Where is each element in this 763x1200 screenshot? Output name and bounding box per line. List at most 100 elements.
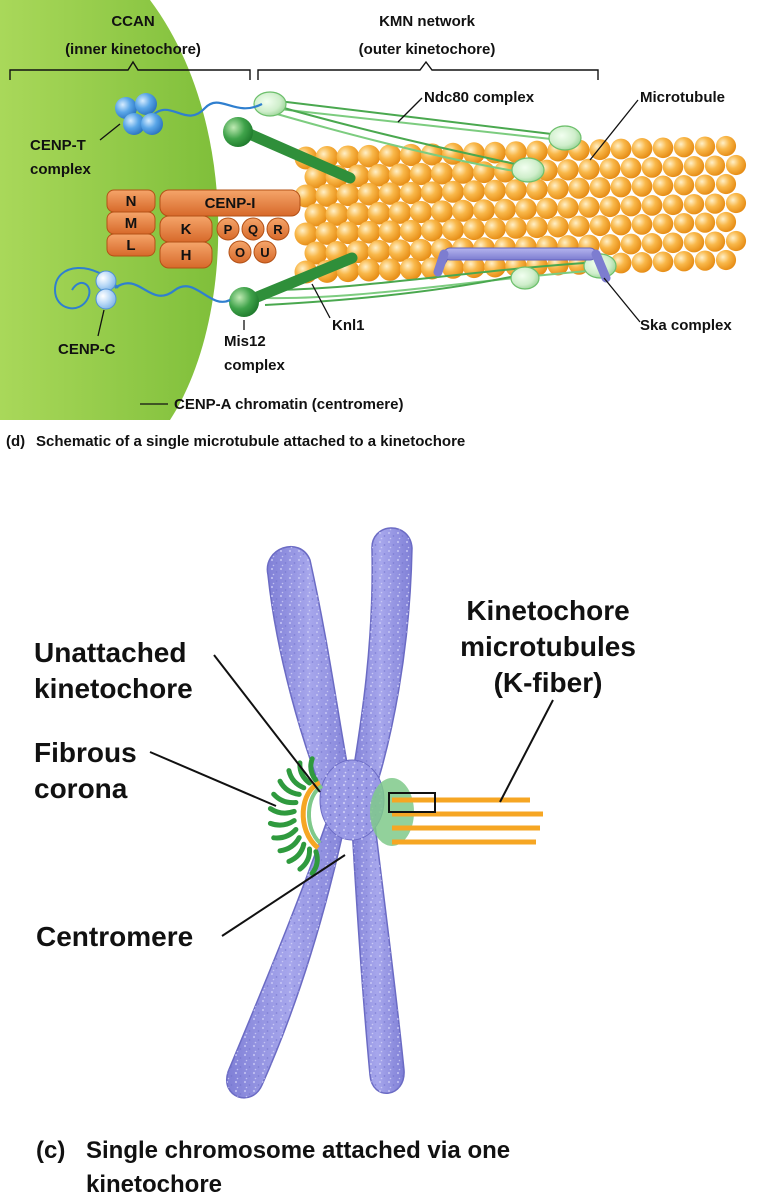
kmt-label-line3: (K-fiber) [494,667,603,698]
centromere-leader [221,854,346,937]
tubulin-bead [367,163,391,187]
subunit-h: H [181,247,192,264]
tubulin-bead [463,142,485,165]
tubulin-bead [409,200,433,224]
tubulin-bead [399,143,423,167]
ndc80-label: Ndc80 complex [424,89,535,106]
tubulin-bead [357,182,381,206]
corona-fiber [277,835,302,854]
tubulin-bead [494,160,516,183]
corona-fiber [277,778,302,797]
kmt-leader [499,699,554,803]
kmn-brace [257,60,599,80]
tubulin-bead [662,232,684,254]
tubulin-bead [704,155,726,176]
corona-fiber [286,841,307,864]
mis12-ball-top [223,117,253,147]
chromosome [225,527,413,1099]
tubulin-bead [494,198,516,221]
tubulin-bead [357,220,381,244]
tubulin-bead [420,181,444,204]
tubulin-bead [442,218,464,241]
tubulin-bead [683,155,705,177]
tubulin-bead [505,217,527,239]
tubulin-bead [631,252,653,273]
tubulin-bead [378,220,402,243]
tubulin-bead [589,177,611,199]
tubulin-bead [589,215,611,237]
tubulin-bead [399,181,423,205]
tubulin-bead [526,140,548,163]
corona-fiber [267,806,297,816]
tubulin-bead [484,217,506,240]
tubulin-bead [442,256,464,279]
tubulin-bead [325,202,349,226]
subunit-l: L [126,237,135,254]
cenp-t-label-line2: complex [30,161,92,178]
tubulin-bead [599,234,621,256]
tubulin-bead [599,196,621,218]
tubulin-bead [568,215,590,237]
panel-d: CCAN (inner kinetochore) KMN network (ou… [0,0,747,450]
unattached-leader [213,654,321,793]
tubulin-bead [673,136,695,158]
mis12-ball-bottom [229,287,259,317]
tubulin-bead [336,145,360,169]
tubulin-bead [463,180,485,203]
tubulin-bead [557,197,579,219]
tubulin-bead [388,163,412,186]
cenp-c-complex [53,267,231,310]
tubulin-bead [526,178,548,201]
corona-fiber [297,846,313,872]
cenp-a-label: CENP-A chromatin (centromere) [174,396,403,413]
tubulin-bead [399,219,423,243]
subunit-p: P [224,222,233,237]
subunit-n: N [126,193,137,210]
tubulin-bead [662,156,684,178]
k-fiber [392,797,543,845]
tubulin-bead [452,161,474,184]
tubulin-bead [357,144,381,168]
tubulin-bead [715,249,737,271]
cenp-t-complex [115,93,263,135]
tubulin-bead [304,241,328,265]
ska-complex [433,247,611,283]
tubulin-bead [388,239,412,262]
subunit-cenp-i: CENP-I [205,195,256,212]
tubulin-bead [568,177,590,199]
cenp-t-label-line1: CENP-T [30,137,86,154]
tubulin-bead [378,182,402,205]
microtubule-leader [589,99,639,161]
corona-fiber [309,849,320,876]
tubulin-bead [578,196,600,218]
tubulin-bead [631,176,653,197]
tubulin-bead [536,197,558,220]
tubulin-bead [336,221,360,245]
unattached-label-line2: kinetochore [34,673,193,704]
unattached-label-line1: Unattached [34,637,186,668]
tubulin-bead [505,179,527,201]
tubulin-bead [473,199,495,222]
tubulin-bead [505,141,527,163]
tubulin-bead [694,136,716,157]
tubulin-bead [715,173,737,195]
subunit-q: Q [248,222,258,237]
corona-fiber [286,768,307,791]
tubulin-bead [694,174,716,195]
mis12-label-line2: complex [224,357,286,374]
tubulin-bead [694,250,716,271]
tubulin-bead [357,258,381,282]
microtubule-label: Microtubule [640,89,725,106]
kmt-label-line2: microtubules [460,631,636,662]
tubulin-bead [547,178,569,200]
corona-fiber [308,756,319,783]
tubulin-bead [715,135,737,157]
tubulin-bead [641,195,663,216]
tubulin-bead [641,157,663,178]
tubulin-bead [652,175,674,197]
tubulin-bead [652,137,674,159]
tubulin-bead [526,216,548,239]
cenp-t-leader [99,123,121,141]
